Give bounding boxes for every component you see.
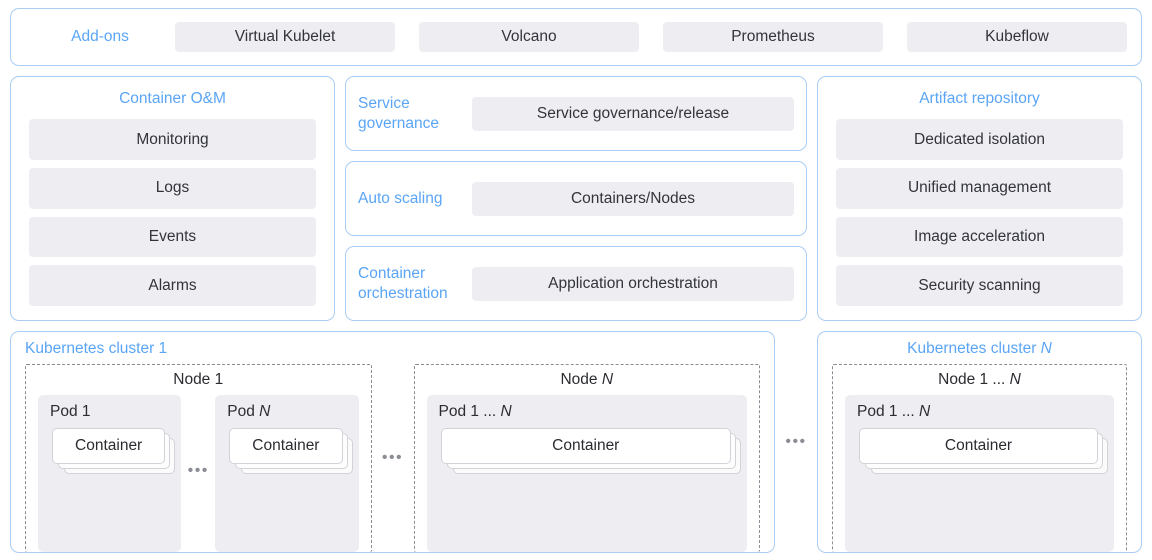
middle-capability-column: Service governance Service governance/re…	[345, 76, 807, 321]
node-1: Node 1 Pod 1 Container •••	[25, 364, 372, 552]
artifact-repository-item-list: Dedicated isolation Unified management I…	[836, 119, 1123, 306]
node-1-n-title-suffix: N	[1009, 371, 1021, 388]
addons-label: Add-ons	[71, 28, 129, 46]
node-1-title-prefix: Node	[173, 371, 215, 388]
pod-1-n: Pod 1 ... N Container	[426, 395, 747, 552]
pod-1-container-stack: Container	[52, 428, 176, 474]
node-ellipsis: •••	[381, 449, 404, 466]
container-om-item-list: Monitoring Logs Events Alarms	[29, 119, 316, 306]
kubernetes-cluster-1: Kubernetes cluster 1 Node 1 Pod 1 Contai…	[10, 331, 775, 553]
auto-scaling-panel: Auto scaling Containers/Nodes	[345, 161, 807, 236]
node-n-title-prefix: Node	[560, 371, 602, 388]
pod-n-title: Pod N	[227, 403, 346, 421]
service-governance-label: Service governance	[358, 95, 440, 132]
container-orchestration-panel: Container orchestration Application orch…	[345, 246, 807, 321]
pod-1-n-title: Pod 1 ... N	[439, 403, 736, 421]
pod-1-n-container-stack: Container	[440, 428, 741, 474]
cluster-n-title: Kubernetes cluster N	[832, 340, 1127, 358]
pod-n-container-stack: Container	[229, 428, 353, 474]
addon-kubeflow[interactable]: Kubeflow	[907, 22, 1127, 52]
node-n-title: Node N	[427, 371, 748, 389]
pod-1-title-suffix: 1	[81, 403, 91, 420]
addon-prometheus[interactable]: Prometheus	[663, 22, 883, 52]
service-governance-value[interactable]: Service governance/release	[472, 96, 794, 131]
node-1-n-title: Node 1 ... N	[845, 371, 1114, 389]
container-card-front[interactable]: Container	[229, 428, 343, 464]
addons-pill-list: Virtual Kubelet Volcano Prometheus Kubef…	[175, 22, 1127, 52]
pod-1-n-cluster-n-container-stack: Container	[859, 428, 1108, 474]
node-n-title-suffix: N	[601, 371, 614, 388]
container-orchestration-value[interactable]: Application orchestration	[472, 266, 794, 301]
cluster-1-title: Kubernetes cluster 1	[25, 340, 760, 358]
artifact-repository-title: Artifact repository	[919, 90, 1040, 107]
clusters-row: Kubernetes cluster 1 Node 1 Pod 1 Contai…	[10, 331, 1142, 553]
artifact-item-security-scanning[interactable]: Security scanning	[836, 265, 1123, 306]
addon-volcano[interactable]: Volcano	[419, 22, 639, 52]
cluster-1-title-suffix: 1	[158, 340, 168, 357]
container-om-panel: Container O&M Monitoring Logs Events Ala…	[10, 76, 335, 321]
service-governance-panel: Service governance Service governance/re…	[345, 76, 807, 151]
pod-n-title-suffix: N	[259, 403, 271, 420]
node-1-n-title-prefix: Node 1 ...	[938, 371, 1010, 388]
container-om-item-events[interactable]: Events	[29, 216, 316, 258]
container-om-item-logs[interactable]: Logs	[29, 168, 316, 209]
node-1-title: Node 1	[38, 371, 359, 389]
pod-n: Pod N Container	[215, 395, 359, 552]
addons-panel: Add-ons Virtual Kubelet Volcano Promethe…	[10, 8, 1142, 66]
node-1-n-pod-list: Pod 1 ... N Container	[845, 395, 1114, 552]
capabilities-row: Container O&M Monitoring Logs Events Ala…	[10, 76, 1142, 321]
node-n: Node N Pod 1 ... N Container	[413, 364, 760, 552]
auto-scaling-label: Auto scaling	[358, 189, 443, 207]
pod-n-title-prefix: Pod	[227, 403, 260, 420]
cluster-n-title-suffix: N	[1040, 340, 1052, 357]
cluster-1-title-prefix: Kubernetes cluster	[25, 340, 159, 357]
kubernetes-cluster-n: Kubernetes cluster N Node 1 ... N Pod 1 …	[817, 331, 1142, 553]
container-card-front[interactable]: Container	[440, 428, 731, 464]
addon-virtual-kubelet[interactable]: Virtual Kubelet	[175, 22, 395, 52]
cluster-1-node-list: Node 1 Pod 1 Container •••	[25, 364, 760, 552]
container-om-item-monitoring[interactable]: Monitoring	[29, 119, 316, 161]
cluster-n-title-prefix: Kubernetes cluster	[907, 340, 1041, 357]
pod-1-n-title-prefix: Pod 1 ...	[438, 403, 501, 420]
container-card-front[interactable]: Container	[52, 428, 166, 464]
pod-1-n-cluster-n: Pod 1 ... N Container	[845, 395, 1114, 552]
pod-1: Pod 1 Container	[38, 395, 182, 552]
artifact-item-image-acceleration[interactable]: Image acceleration	[836, 216, 1123, 258]
node-n-pod-list: Pod 1 ... N Container	[426, 395, 747, 552]
container-om-item-alarms[interactable]: Alarms	[29, 265, 316, 306]
pod-1-n-cluster-n-title-prefix: Pod 1 ...	[857, 403, 920, 420]
cluster-ellipsis: •••	[785, 433, 807, 450]
container-orchestration-label: Container orchestration	[358, 265, 448, 302]
pod-1-n-cluster-n-title-suffix: N	[919, 403, 931, 420]
cluster-n-node-list: Node 1 ... N Pod 1 ... N Container	[832, 364, 1127, 552]
container-card-front[interactable]: Container	[859, 428, 1098, 464]
pod-1-title-prefix: Pod	[50, 403, 82, 420]
node-1-n: Node 1 ... N Pod 1 ... N Container	[832, 364, 1127, 552]
pod-ellipsis: •••	[187, 461, 209, 479]
pod-1-n-cluster-n-title: Pod 1 ... N	[857, 403, 1102, 421]
node-1-title-suffix: 1	[214, 371, 224, 388]
pod-1-n-title-suffix: N	[500, 403, 512, 420]
auto-scaling-value[interactable]: Containers/Nodes	[472, 181, 794, 216]
pod-1-title: Pod 1	[50, 403, 169, 421]
container-om-title: Container O&M	[119, 90, 226, 107]
artifact-item-dedicated-isolation[interactable]: Dedicated isolation	[836, 119, 1123, 161]
artifact-repository-panel: Artifact repository Dedicated isolation …	[817, 76, 1142, 321]
artifact-item-unified-management[interactable]: Unified management	[836, 168, 1123, 209]
node-1-pod-list: Pod 1 Container ••• Pod N	[38, 395, 359, 552]
